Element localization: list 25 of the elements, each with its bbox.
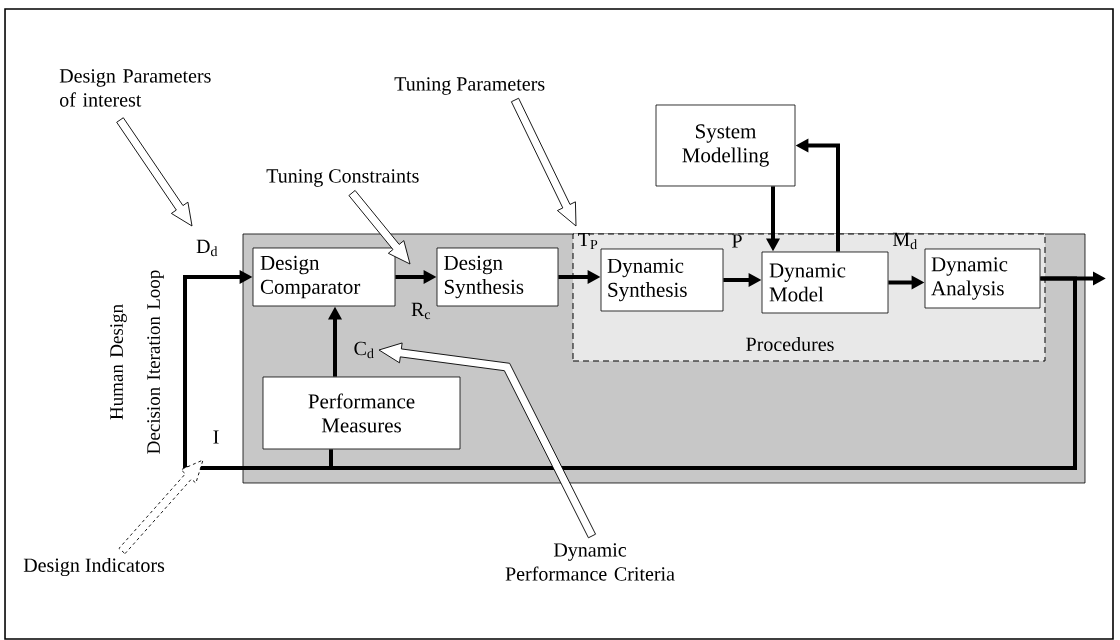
hollow-arrow xyxy=(378,342,597,539)
process-box: System Modelling xyxy=(655,104,796,187)
signal-label: I xyxy=(213,430,219,444)
process-box: Performance Measures xyxy=(262,376,461,450)
process-box: Dynamic Model xyxy=(761,251,889,314)
loop-label: Human Design Decision Iteration Loop xyxy=(110,270,164,454)
edge-label: P xyxy=(732,234,742,248)
process-box: Dynamic Synthesis xyxy=(600,248,724,312)
edge-label: D$_{d}$ xyxy=(196,239,218,257)
annotation-text: Design Indicators xyxy=(23,557,165,577)
edge-label: M$_{d}$ xyxy=(892,232,917,250)
annotation-text: Design Parameters of interest xyxy=(59,69,211,107)
hollow-arrow xyxy=(118,459,204,555)
hollow-arrow xyxy=(116,117,193,227)
hollow-arrow xyxy=(348,190,411,265)
edge-label: R$_{c}$ xyxy=(411,302,431,320)
hollow-arrow xyxy=(510,97,577,227)
process-box: Design Synthesis xyxy=(436,247,559,307)
edge-label: T$_{P}$ xyxy=(578,232,598,250)
annotation-text: Tuning Parameters xyxy=(394,77,545,95)
annotation-text: Tuning Constraints xyxy=(266,169,419,187)
edge-label: C$_{d}$ xyxy=(354,341,374,359)
process-box: Design Comparator xyxy=(252,247,396,307)
annotation-text: Dynamic Performance Criteria xyxy=(505,543,675,581)
process-box: Dynamic Analysis xyxy=(924,248,1041,309)
